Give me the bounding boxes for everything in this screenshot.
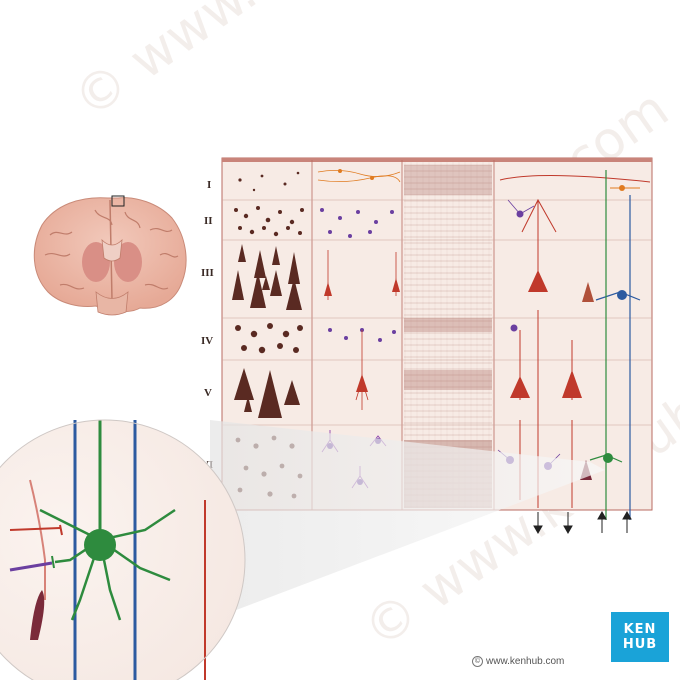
layer-label-1: I <box>207 179 211 191</box>
copyright-icon: © <box>472 656 483 667</box>
layer-label-3: III <box>201 267 214 279</box>
layer-label-5: V <box>204 387 212 399</box>
layer-label-4: IV <box>201 335 213 347</box>
brain-coronal-section-image <box>34 196 186 315</box>
logo-line-2: HUB <box>623 637 657 652</box>
kenhub-footer: ©www.kenhub.com <box>472 656 612 667</box>
footer-url[interactable]: www.kenhub.com <box>486 656 564 667</box>
kenhub-logo[interactable]: KEN HUB <box>611 612 669 662</box>
svg-text:© www.kenhub.com: © www.kenhub.com <box>63 0 530 131</box>
logo-line-1: KEN <box>624 622 657 637</box>
layer-label-2: II <box>204 215 213 227</box>
